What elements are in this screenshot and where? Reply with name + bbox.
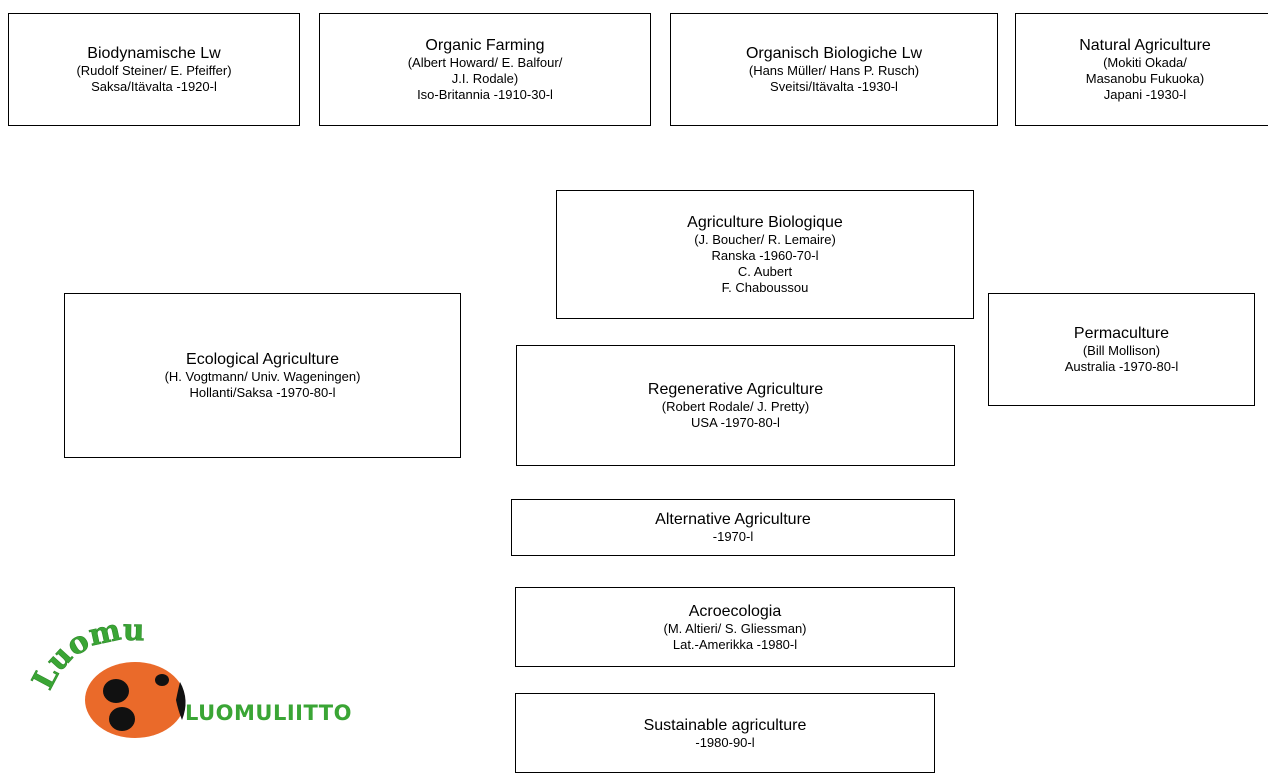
- box-line: Ranska -1960-70-l: [711, 248, 819, 263]
- box-ecological-agriculture: Ecological Agriculture (H. Vogtmann/ Uni…: [64, 293, 461, 458]
- box-line: (M. Altieri/ S. Gliessman): [663, 620, 807, 636]
- box-line: (Mokiti Okada/: [1103, 55, 1187, 70]
- box-natural-agriculture: Natural Agriculture (Mokiti Okada/ Masan…: [1015, 13, 1268, 126]
- box-line: Iso-Britannia -1910-30-l: [417, 87, 553, 102]
- box-line: Lat.-Amerikka -1980-l: [672, 636, 798, 652]
- box-sustainable-agriculture: Sustainable agriculture -1980-90-l: [515, 693, 935, 773]
- box-permaculture: Permaculture (Bill Mollison) Australia -…: [988, 293, 1255, 406]
- box-line: (Bill Mollison): [1082, 343, 1161, 358]
- luomuliitto-logo: Luomu: [30, 620, 186, 738]
- box-biodynamische: Biodynamische Lw (Rudolf Steiner/ E. Pfe…: [8, 13, 300, 126]
- box-line: (H. Vogtmann/ Univ. Wageningen): [164, 369, 361, 384]
- box-line: F. Chaboussou: [721, 280, 809, 295]
- box-line: (Rudolf Steiner/ E. Pfeiffer): [76, 63, 232, 78]
- box-alternative-agriculture: Alternative Agriculture -1970-l: [511, 499, 955, 556]
- box-title: Ecological Agriculture: [186, 351, 339, 368]
- box-line: C. Aubert: [737, 264, 793, 279]
- box-line: Masanobu Fukuoka): [1085, 71, 1205, 86]
- box-line: (Robert Rodale/ J. Pretty): [661, 399, 810, 414]
- box-line: -1970-l: [712, 529, 754, 544]
- box-line: -1980-90-l: [695, 734, 755, 750]
- box-title: Permaculture: [1073, 325, 1170, 342]
- box-title: Biodynamische Lw: [87, 45, 221, 62]
- box-line: (J. Boucher/ R. Lemaire): [694, 232, 836, 247]
- box-organisch-biologiche: Organisch Biologiche Lw (Hans Müller/ Ha…: [670, 13, 998, 126]
- box-line: Saksa/Itävalta -1920-l: [91, 79, 217, 94]
- box-line: Hollanti/Saksa -1970-80-l: [189, 385, 336, 400]
- box-agriculture-biologique: Agriculture Biologique (J. Boucher/ R. L…: [556, 190, 974, 319]
- box-title: Natural Agriculture: [1079, 37, 1211, 54]
- logo-name: LUOMULIITTO: [185, 701, 352, 725]
- box-title: Organisch Biologiche Lw: [745, 45, 923, 62]
- box-line: (Hans Müller/ Hans P. Rusch): [748, 63, 920, 78]
- box-line: Japani -1930-l: [1103, 87, 1187, 102]
- ladybug-icon: [85, 662, 186, 738]
- box-line: USA -1970-80-l: [691, 415, 780, 430]
- box-title: Organic Farming: [425, 37, 545, 54]
- box-title: Agriculture Biologique: [687, 214, 843, 231]
- box-line: J.I. Rodale): [451, 71, 519, 86]
- box-title: Acroecologia: [688, 602, 782, 620]
- box-acroecologia: Acroecologia (M. Altieri/ S. Gliessman) …: [515, 587, 955, 667]
- box-title: Alternative Agriculture: [655, 511, 811, 528]
- box-title: Sustainable agriculture: [643, 716, 807, 734]
- box-line: (Albert Howard/ E. Balfour/: [407, 55, 563, 70]
- box-line: Sveitsi/Itävalta -1930-l: [770, 79, 898, 94]
- box-regenerative-agriculture: Regenerative Agriculture (Robert Rodale/…: [516, 345, 955, 466]
- box-title: Regenerative Agriculture: [647, 381, 824, 398]
- box-organic-farming: Organic Farming (Albert Howard/ E. Balfo…: [319, 13, 651, 126]
- box-line: Australia -1970-80-l: [1064, 359, 1179, 374]
